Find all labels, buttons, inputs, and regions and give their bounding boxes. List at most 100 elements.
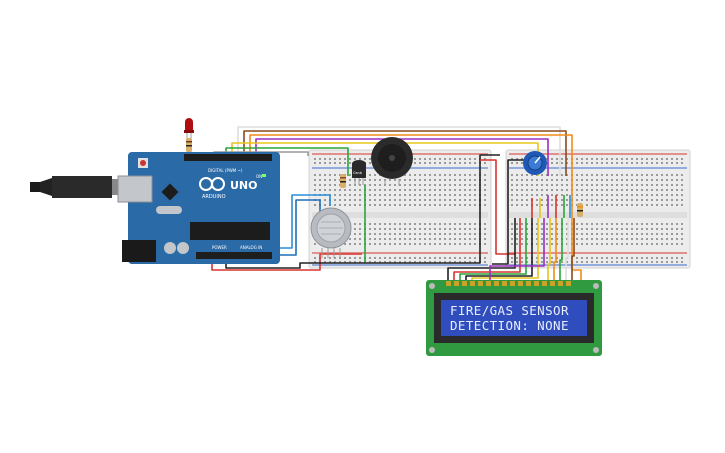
breadboard-hole[interactable] bbox=[591, 228, 593, 230]
breadboard-hole[interactable] bbox=[591, 199, 593, 201]
breadboard-hole[interactable] bbox=[434, 228, 436, 230]
breadboard-hole[interactable] bbox=[404, 233, 406, 235]
breadboard-hole[interactable] bbox=[581, 174, 583, 176]
breadboard-hole[interactable] bbox=[454, 158, 456, 160]
breadboard-hole[interactable] bbox=[636, 174, 638, 176]
breadboard-hole[interactable] bbox=[576, 261, 578, 263]
breadboard-hole[interactable] bbox=[601, 204, 603, 206]
breadboard-hole[interactable] bbox=[459, 223, 461, 225]
breadboard-hole[interactable] bbox=[354, 199, 356, 201]
breadboard-hole[interactable] bbox=[636, 261, 638, 263]
breadboard-hole[interactable] bbox=[379, 243, 381, 245]
breadboard-hole[interactable] bbox=[531, 179, 533, 181]
breadboard-hole[interactable] bbox=[601, 162, 603, 164]
breadboard-hole[interactable] bbox=[314, 174, 316, 176]
breadboard-hole[interactable] bbox=[511, 204, 513, 206]
breadboard-hole[interactable] bbox=[581, 158, 583, 160]
breadboard-hole[interactable] bbox=[454, 243, 456, 245]
breadboard-hole[interactable] bbox=[404, 179, 406, 181]
breadboard-hole[interactable] bbox=[434, 233, 436, 235]
breadboard-hole[interactable] bbox=[409, 233, 411, 235]
breadboard-hole[interactable] bbox=[404, 243, 406, 245]
breadboard-hole[interactable] bbox=[671, 238, 673, 240]
breadboard-hole[interactable] bbox=[324, 204, 326, 206]
breadboard-hole[interactable] bbox=[399, 261, 401, 263]
breadboard-hole[interactable] bbox=[526, 261, 528, 263]
breadboard-hole[interactable] bbox=[414, 174, 416, 176]
breadboard-hole[interactable] bbox=[384, 189, 386, 191]
breadboard-hole[interactable] bbox=[526, 233, 528, 235]
breadboard-hole[interactable] bbox=[414, 238, 416, 240]
breadboard-hole[interactable] bbox=[651, 233, 653, 235]
breadboard-hole[interactable] bbox=[339, 158, 341, 160]
lcd-pin[interactable] bbox=[502, 281, 507, 286]
breadboard-hole[interactable] bbox=[591, 189, 593, 191]
breadboard-hole[interactable] bbox=[339, 199, 341, 201]
breadboard-hole[interactable] bbox=[439, 233, 441, 235]
breadboard-hole[interactable] bbox=[541, 228, 543, 230]
breadboard-hole[interactable] bbox=[681, 243, 683, 245]
breadboard-hole[interactable] bbox=[459, 158, 461, 160]
breadboard-hole[interactable] bbox=[394, 233, 396, 235]
breadboard-hole[interactable] bbox=[474, 233, 476, 235]
breadboard-hole[interactable] bbox=[566, 174, 568, 176]
breadboard-hole[interactable] bbox=[601, 228, 603, 230]
breadboard-hole[interactable] bbox=[464, 238, 466, 240]
breadboard-hole[interactable] bbox=[601, 184, 603, 186]
breadboard-hole[interactable] bbox=[439, 179, 441, 181]
wires[interactable] bbox=[211, 126, 582, 282]
breadboard-hole[interactable] bbox=[631, 199, 633, 201]
breadboard-hole[interactable] bbox=[349, 204, 351, 206]
breadboard-hole[interactable] bbox=[429, 223, 431, 225]
breadboard-hole[interactable] bbox=[469, 233, 471, 235]
breadboard-hole[interactable] bbox=[359, 223, 361, 225]
breadboard-hole[interactable] bbox=[374, 189, 376, 191]
breadboard-hole[interactable] bbox=[469, 238, 471, 240]
breadboard-hole[interactable] bbox=[576, 162, 578, 164]
breadboard-hole[interactable] bbox=[556, 189, 558, 191]
breadboard-hole[interactable] bbox=[359, 189, 361, 191]
breadboard-hole[interactable] bbox=[681, 194, 683, 196]
breadboard-hole[interactable] bbox=[586, 179, 588, 181]
breadboard-hole[interactable] bbox=[606, 194, 608, 196]
breadboard-hole[interactable] bbox=[681, 158, 683, 160]
breadboard-hole[interactable] bbox=[424, 257, 426, 259]
breadboard-hole[interactable] bbox=[541, 204, 543, 206]
breadboard-hole[interactable] bbox=[661, 204, 663, 206]
breadboard-hole[interactable] bbox=[404, 194, 406, 196]
breadboard-hole[interactable] bbox=[636, 238, 638, 240]
breadboard-hole[interactable] bbox=[374, 179, 376, 181]
breadboard-hole[interactable] bbox=[656, 162, 658, 164]
breadboard-hole[interactable] bbox=[611, 238, 613, 240]
breadboard-hole[interactable] bbox=[626, 261, 628, 263]
breadboard-hole[interactable] bbox=[651, 223, 653, 225]
breadboard-hole[interactable] bbox=[666, 223, 668, 225]
breadboard-hole[interactable] bbox=[429, 233, 431, 235]
breadboard-hole[interactable] bbox=[681, 238, 683, 240]
breadboard-hole[interactable] bbox=[526, 238, 528, 240]
breadboard-hole[interactable] bbox=[484, 238, 486, 240]
lcd-pin[interactable] bbox=[558, 281, 563, 286]
breadboard-hole[interactable] bbox=[389, 194, 391, 196]
breadboard-hole[interactable] bbox=[541, 261, 543, 263]
breadboard-hole[interactable] bbox=[434, 194, 436, 196]
breadboard-hole[interactable] bbox=[469, 162, 471, 164]
breadboard-hole[interactable] bbox=[424, 184, 426, 186]
breadboard-hole[interactable] bbox=[606, 174, 608, 176]
breadboard-hole[interactable] bbox=[511, 158, 513, 160]
breadboard-hole[interactable] bbox=[681, 189, 683, 191]
breadboard-hole[interactable] bbox=[449, 238, 451, 240]
breadboard-hole[interactable] bbox=[641, 257, 643, 259]
breadboard-hole[interactable] bbox=[676, 228, 678, 230]
wire-black-rail[interactable] bbox=[492, 159, 525, 265]
breadboard-hole[interactable] bbox=[551, 257, 553, 259]
breadboard-hole[interactable] bbox=[576, 184, 578, 186]
breadboard-hole[interactable] bbox=[429, 184, 431, 186]
breadboard-hole[interactable] bbox=[439, 261, 441, 263]
breadboard-hole[interactable] bbox=[339, 174, 341, 176]
breadboard-hole[interactable] bbox=[546, 194, 548, 196]
breadboard-hole[interactable] bbox=[656, 228, 658, 230]
breadboard-hole[interactable] bbox=[596, 179, 598, 181]
breadboard-hole[interactable] bbox=[626, 233, 628, 235]
breadboard-hole[interactable] bbox=[359, 204, 361, 206]
